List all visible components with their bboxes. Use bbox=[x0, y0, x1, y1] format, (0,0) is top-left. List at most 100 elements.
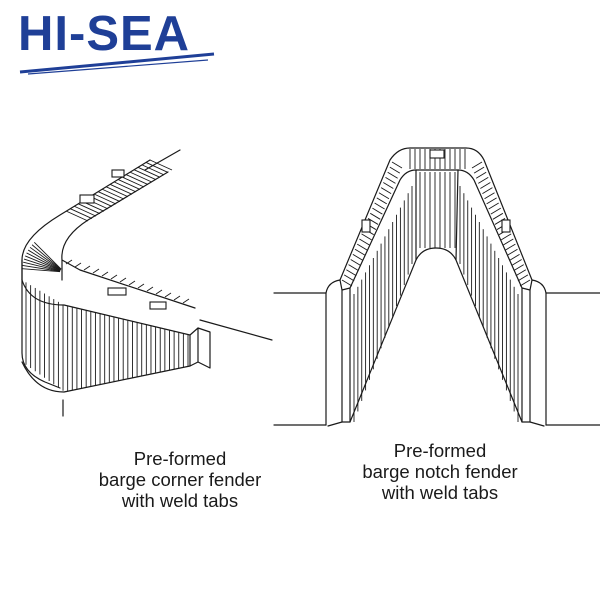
rib-line bbox=[77, 203, 101, 215]
rib-line bbox=[480, 182, 491, 189]
rib-line bbox=[515, 269, 527, 277]
rib-line bbox=[500, 233, 512, 241]
rib-line bbox=[155, 289, 163, 295]
rib-line bbox=[110, 274, 118, 280]
rib-line bbox=[23, 261, 61, 272]
rib-line bbox=[128, 280, 136, 286]
weld-tab bbox=[361, 219, 371, 233]
weld-tab bbox=[429, 149, 445, 159]
caption-line: Pre-formed bbox=[133, 448, 227, 469]
rib-line bbox=[490, 207, 502, 215]
rib-line bbox=[503, 238, 514, 246]
rib-line bbox=[137, 166, 161, 178]
caption-line: barge corner fender bbox=[98, 469, 262, 490]
rib-line bbox=[391, 161, 403, 169]
rib-line bbox=[482, 187, 493, 195]
rib-line bbox=[117, 179, 141, 190]
brand-logo: HI-SEA bbox=[18, 6, 218, 75]
rib-line bbox=[125, 174, 149, 185]
rib-line bbox=[121, 176, 145, 188]
weld-tab bbox=[111, 169, 125, 178]
weld-tab bbox=[149, 301, 167, 310]
rib-line bbox=[173, 295, 181, 301]
rib-line bbox=[471, 161, 483, 169]
rib-line bbox=[31, 244, 62, 270]
rib-line bbox=[372, 207, 383, 215]
rib-line bbox=[492, 212, 504, 220]
weld-tabs bbox=[79, 169, 167, 310]
rib-line bbox=[119, 277, 127, 283]
rib-line bbox=[33, 241, 62, 270]
rib-line bbox=[113, 181, 137, 193]
rib-line bbox=[385, 177, 396, 184]
rib-line bbox=[146, 286, 154, 292]
rib-line bbox=[507, 248, 518, 256]
rib-line bbox=[511, 259, 522, 266]
rib-line bbox=[65, 259, 73, 265]
corner-fender-drawing bbox=[21, 149, 273, 417]
corner-fender-ribs bbox=[22, 159, 190, 392]
caption-line: barge notch fender bbox=[362, 461, 518, 482]
rib-line bbox=[97, 191, 121, 202]
rib-line bbox=[83, 265, 91, 271]
rib-line bbox=[359, 238, 370, 246]
rib-line bbox=[27, 249, 61, 271]
rib-line bbox=[350, 259, 361, 266]
rib-line bbox=[149, 159, 173, 171]
rib-line bbox=[486, 197, 497, 205]
rib-line bbox=[92, 268, 100, 274]
rib-line bbox=[101, 188, 125, 200]
caption-line: with weld tabs bbox=[381, 482, 499, 503]
rib-line bbox=[376, 197, 388, 205]
rib-line bbox=[182, 298, 190, 304]
rib-line bbox=[374, 202, 385, 210]
rib-line bbox=[22, 268, 61, 273]
rib-line bbox=[343, 274, 355, 282]
rib-line bbox=[145, 162, 169, 173]
weld-tabs bbox=[361, 149, 511, 233]
rib-line bbox=[26, 252, 61, 271]
rib-line bbox=[475, 171, 487, 179]
weld-tab bbox=[501, 219, 511, 233]
rib-line bbox=[378, 192, 390, 200]
rib-line bbox=[509, 253, 520, 261]
caption-line: with weld tabs bbox=[121, 490, 239, 511]
rib-line bbox=[346, 269, 357, 277]
rib-line bbox=[352, 253, 364, 261]
logo-swoosh-icon bbox=[19, 52, 215, 75]
corner-fender-diagram bbox=[21, 149, 273, 417]
rib-line bbox=[354, 248, 366, 256]
rib-line bbox=[74, 262, 82, 268]
rib-line bbox=[494, 218, 506, 225]
rib-line bbox=[109, 183, 133, 195]
rib-line bbox=[25, 255, 61, 271]
rib-line bbox=[65, 210, 89, 222]
rib-line bbox=[137, 283, 145, 289]
notch-fender-drawing bbox=[273, 147, 600, 427]
rib-line bbox=[505, 243, 516, 251]
rib-line bbox=[69, 208, 93, 219]
rib-line bbox=[383, 182, 394, 189]
rib-line bbox=[370, 212, 381, 220]
rib-line bbox=[356, 243, 368, 251]
rib-line bbox=[519, 279, 531, 287]
rib-line bbox=[478, 177, 489, 184]
notch-fender-ribs bbox=[341, 149, 531, 422]
rib-line bbox=[361, 233, 372, 241]
rib-line bbox=[484, 192, 495, 200]
rib-line bbox=[29, 246, 62, 271]
notch-fender-caption: Pre-formed barge notch fender with weld … bbox=[320, 440, 560, 503]
rib-line bbox=[473, 166, 485, 174]
rib-line bbox=[23, 258, 61, 272]
rib-line bbox=[101, 271, 109, 277]
rib-line bbox=[348, 264, 359, 271]
rib-line bbox=[387, 171, 398, 179]
rib-line bbox=[367, 218, 379, 225]
weld-tab bbox=[79, 194, 95, 204]
rib-line bbox=[22, 264, 61, 272]
rib-line bbox=[105, 186, 129, 198]
rib-line bbox=[129, 171, 153, 183]
weld-tab bbox=[107, 287, 127, 296]
rib-line bbox=[488, 202, 499, 210]
caption-line: Pre-formed bbox=[393, 440, 487, 461]
